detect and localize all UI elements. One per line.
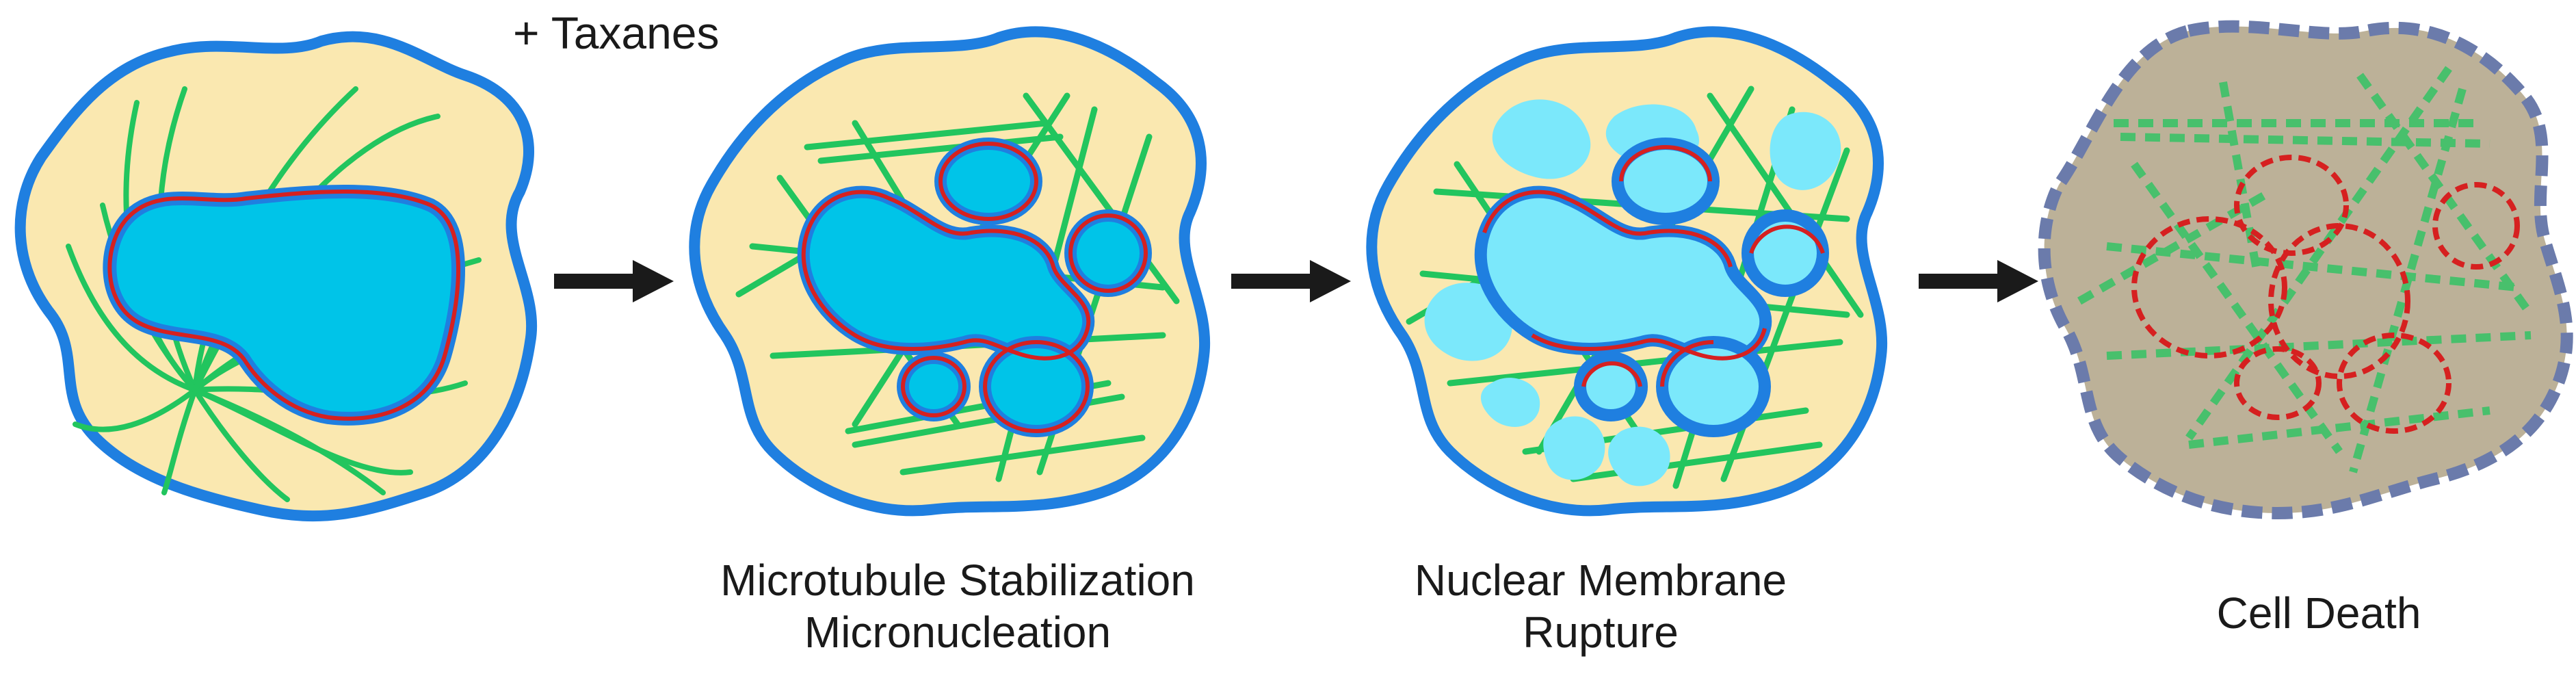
cell-stabilization xyxy=(689,26,1211,517)
ruptured-envelopes xyxy=(1482,145,1825,387)
caption-line: Nuclear Membrane xyxy=(1414,556,1787,605)
depolymerized-microtubules xyxy=(2077,66,2534,473)
micronucleus xyxy=(1574,352,1648,421)
nucleus-cluster xyxy=(1474,138,1829,437)
cell-untreated xyxy=(14,31,538,522)
cell-dead xyxy=(2038,20,2573,520)
caption-line: Microtubule Stabilization xyxy=(720,556,1195,605)
nucleus-cluster xyxy=(797,138,1152,437)
micronucleus xyxy=(1612,138,1720,225)
cell-rupture xyxy=(1366,26,1888,517)
caption-death: Cell Death xyxy=(2114,587,2524,639)
caption-line: Rupture xyxy=(1523,608,1679,657)
caption-line: Micronucleation xyxy=(804,608,1112,657)
degraded-nuclei xyxy=(2131,155,2520,434)
arrow-3 xyxy=(1919,260,2038,302)
caption-stabilization: Microtubule Stabilization Micronucleatio… xyxy=(602,554,1313,658)
arrow-1 xyxy=(554,260,674,302)
nuclear-envelope xyxy=(107,190,460,421)
treatment-label: + Taxanes xyxy=(513,8,720,58)
caption-rupture: Nuclear Membrane Rupture xyxy=(1341,554,1861,658)
arrow-2 xyxy=(1231,260,1351,302)
caption-line: Cell Death xyxy=(2216,588,2421,638)
nuclear-envelopes xyxy=(801,142,1148,433)
